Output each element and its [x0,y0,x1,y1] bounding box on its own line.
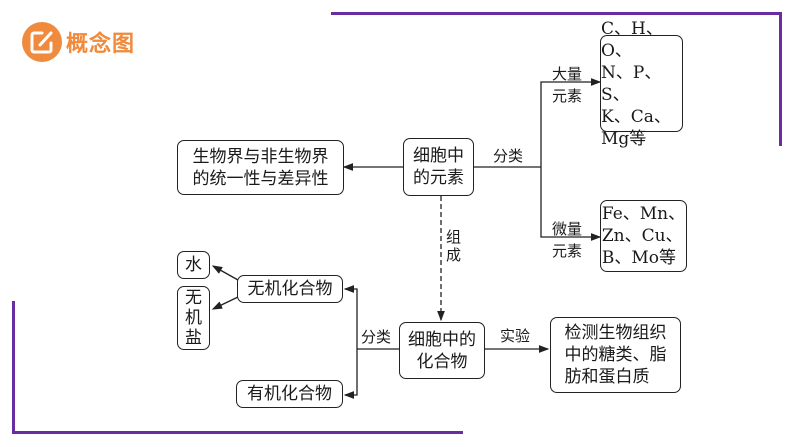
label-micro-elements: 微量 元素 [552,220,583,260]
arrow-macro [540,78,602,167]
node-micro-element-list: Fe、Mn、 Zn、Cu、 B、Mo等 [600,200,687,272]
arrow-to-water [211,265,239,281]
section-header: 概念图 [22,22,135,62]
label-compose: 组 成 [446,228,462,264]
node-water: 水 [177,251,210,279]
arrow-organic [343,349,358,399]
label-macro-elements: 大量 元素 [552,65,583,105]
arrow-micro [540,167,602,241]
frame-bottom-line [12,431,463,434]
frame-right-line [779,12,782,146]
label-experiment: 实验 [500,327,531,345]
arrow-inorganic [343,285,358,349]
node-cell-elements: 细胞中 的元素 [403,138,474,196]
node-cell-compounds: 细胞中的 化合物 [399,322,485,379]
node-detection-experiment: 检测生物组织 中的糖类、脂 肪和蛋白质 [550,317,681,393]
node-unity-diversity: 生物界与非生物界 的统一性与差异性 [177,140,344,195]
node-inorganic-salt: 无 机 盐 [177,286,210,350]
label-classify-bottom: 分类 [361,328,392,346]
header-title: 概念图 [66,32,136,57]
node-macro-element-list: C、H、O、 N、P、S、 K、Ca、 Mg等 [600,19,683,149]
frame-top-line [331,12,782,15]
node-inorganic-compounds: 无机化合物 [237,275,343,303]
label-classify-top: 分类 [493,147,524,165]
edit-pencil-icon [22,22,62,62]
node-organic-compounds: 有机化合物 [236,380,343,408]
arrow-to-salt [211,296,239,310]
frame-left-line [12,301,15,434]
